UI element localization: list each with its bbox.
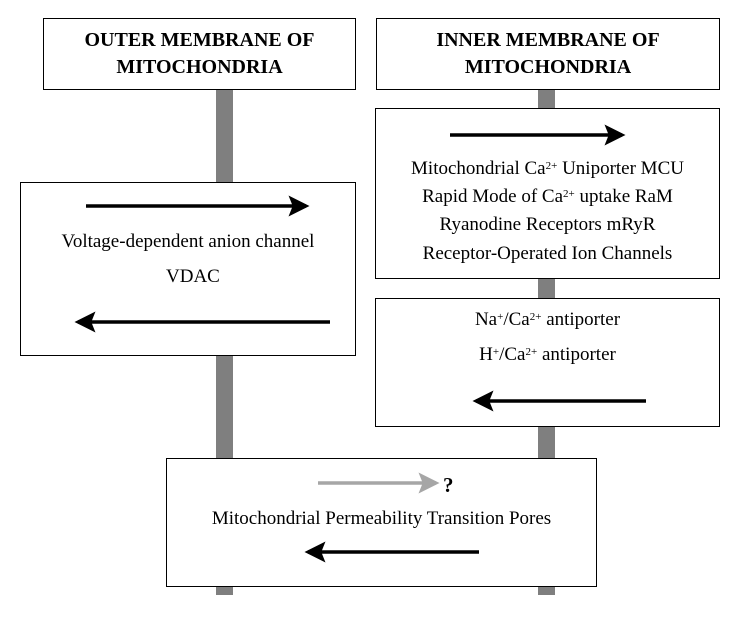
mcu-label: Mitochondrial Ca2+ Uniporter MCU <box>411 158 684 179</box>
vdac-abbreviation: VDAC <box>166 266 220 287</box>
inner-efflux-box: Na+/Ca2+ antiporter H+/Ca2+ antiporter <box>375 298 720 427</box>
h-ca-antiporter-label: H+/Ca2+ antiporter <box>479 344 616 365</box>
ram-label: Rapid Mode of Ca2+ uptake RaM <box>422 186 673 207</box>
inner-membrane-title-line1: INNER MEMBRANE OF <box>436 29 660 51</box>
outer-membrane-title-box: OUTER MEMBRANE OF MITOCHONDRIA <box>43 18 356 90</box>
mptp-label: Mitochondrial Permeability Transition Po… <box>211 508 552 529</box>
na-ca-antiporter-label: Na+/Ca2+ antiporter <box>474 309 621 330</box>
outer-membrane-title-line1: OUTER MEMBRANE OF <box>84 29 315 51</box>
roc-label: Receptor-Operated Ion Channels <box>422 243 673 264</box>
inner-membrane-title-box: INNER MEMBRANE OF MITOCHONDRIA <box>376 18 720 90</box>
mptp-box: Mitochondrial Permeability Transition Po… <box>166 458 597 587</box>
inner-membrane-title-line2: MITOCHONDRIA <box>464 56 632 78</box>
uncertain-direction-mark: ? <box>443 473 454 497</box>
outer-membrane-title-line2: MITOCHONDRIA <box>116 56 283 78</box>
vdac-name: Voltage-dependent anion channel <box>61 231 315 252</box>
ryr-label: Ryanodine Receptors mRyR <box>439 214 656 235</box>
